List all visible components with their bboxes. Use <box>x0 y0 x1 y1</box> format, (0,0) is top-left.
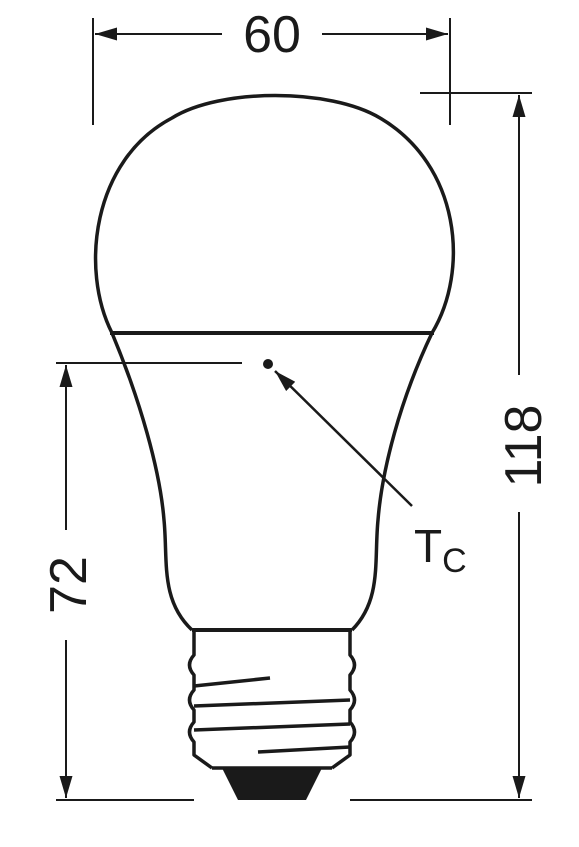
thread-line-1 <box>193 676 271 688</box>
screw-base <box>187 630 357 800</box>
tc-label: TC <box>414 520 467 580</box>
height-total-dimension: 118 <box>350 92 553 801</box>
base-contact <box>222 768 322 800</box>
height-tc-dimension: 72 <box>40 365 194 801</box>
width-dimension: 60 <box>92 6 451 125</box>
screw-base-left-profile <box>187 630 214 770</box>
height-tc-value: 72 <box>40 556 98 614</box>
thread-line-3 <box>193 722 351 732</box>
bulb-outline <box>93 93 456 632</box>
bulb <box>93 93 456 632</box>
tc-indicator: TC <box>56 359 467 580</box>
thread-line-2 <box>193 698 351 708</box>
height-total-value: 118 <box>495 405 553 488</box>
screw-base-right-profile <box>330 630 357 770</box>
thread-line-4 <box>257 745 351 754</box>
tc-label-subscript: C <box>442 542 467 580</box>
tc-label-main: T <box>414 520 442 572</box>
tc-point <box>263 359 273 369</box>
width-value: 60 <box>243 6 301 64</box>
tc-leader-arrow <box>274 370 413 507</box>
